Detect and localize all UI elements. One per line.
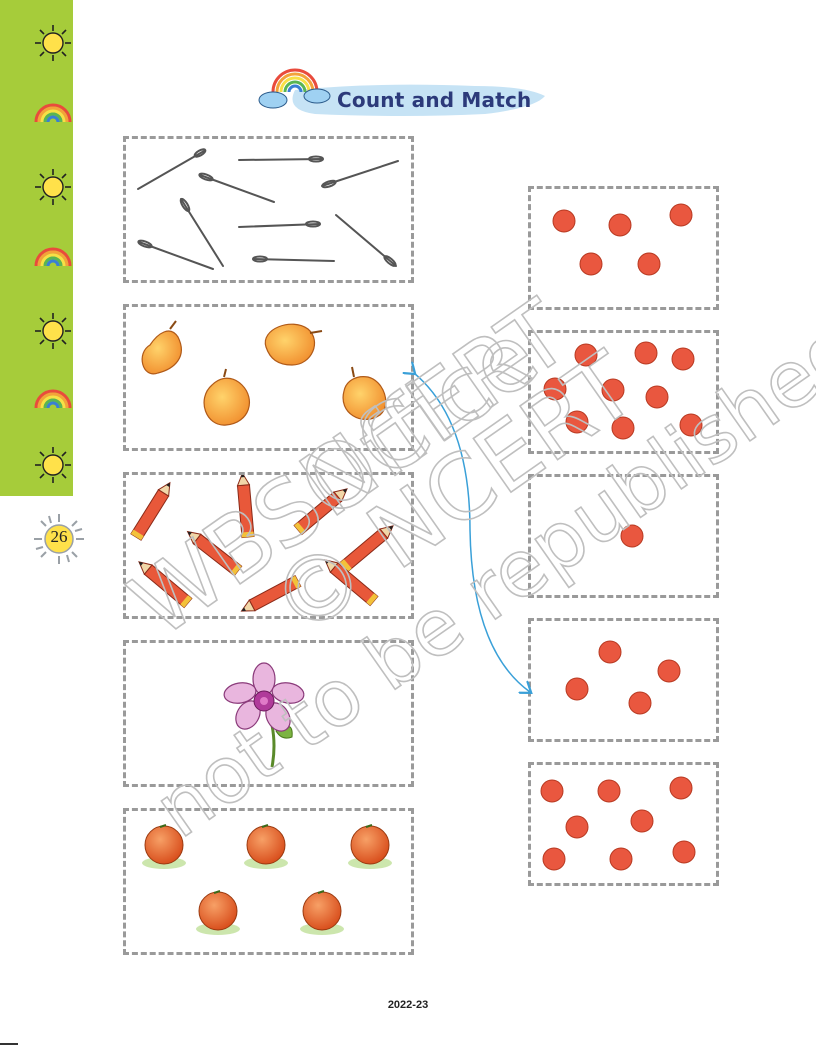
rainbow-icon: [34, 389, 72, 409]
needle-icon: [321, 160, 399, 189]
footer-year: 2022-23: [387, 999, 429, 1011]
page-number-badge: 26: [32, 512, 86, 566]
orange-icon: [300, 890, 344, 935]
page-number: 26: [50, 527, 68, 546]
red-dot: [598, 640, 622, 664]
rainbow-icon: [34, 247, 72, 267]
dots-box-9: [528, 330, 719, 454]
needles-box: [123, 136, 414, 283]
needle-icon: [252, 255, 335, 263]
pencil-icon: [339, 525, 394, 573]
pencil-icon: [240, 575, 302, 612]
red-dot: [542, 847, 566, 871]
red-dot: [540, 779, 564, 803]
sun-icon: [35, 169, 71, 205]
sun-icon: [35, 313, 71, 349]
pencil-icon: [293, 488, 348, 536]
title-banner-graphic: [258, 68, 545, 116]
mango-icon: [203, 368, 251, 426]
red-dot: [552, 209, 576, 233]
red-dot: [669, 203, 693, 227]
needle-icon: [335, 214, 397, 267]
mango-icon: [141, 320, 182, 375]
red-dot: [637, 252, 661, 276]
red-dot: [609, 847, 633, 871]
red-dot: [628, 691, 652, 715]
pencil-icon: [138, 561, 193, 609]
red-dot: [565, 815, 589, 839]
red-dot: [565, 410, 589, 434]
sun-badge-icon: [34, 514, 84, 564]
red-dot: [579, 252, 603, 276]
crop-mark-bottom: [0, 1043, 18, 1045]
orange-icon: [244, 824, 288, 869]
needle-icon: [137, 148, 207, 190]
red-dot: [671, 347, 695, 371]
red-dot: [672, 840, 696, 864]
side-strip: [0, 0, 73, 496]
flower-box: [123, 640, 414, 787]
oranges-box: [123, 808, 414, 955]
pencils-box: [123, 472, 414, 619]
rainbow-icon: [34, 103, 72, 123]
red-dot: [645, 385, 669, 409]
needle-icon: [137, 239, 214, 270]
pencil-icon: [236, 475, 255, 539]
red-dot: [620, 524, 644, 548]
orange-icon: [348, 824, 392, 869]
red-dot: [601, 378, 625, 402]
dots-box-8: [528, 762, 719, 886]
needle-icon: [179, 197, 224, 267]
needle-icon: [238, 220, 321, 228]
red-dot: [574, 343, 598, 367]
pencil-icon: [186, 530, 243, 577]
red-dot: [679, 413, 703, 437]
page-title: Count and Match: [337, 88, 532, 112]
red-dot: [597, 779, 621, 803]
mango-icon: [342, 366, 387, 420]
flower-icon: [223, 662, 305, 768]
red-dot: [669, 776, 693, 800]
dots-box-5: [528, 186, 719, 310]
red-dot: [565, 677, 589, 701]
orange-icon: [142, 824, 186, 869]
red-dot: [630, 809, 654, 833]
dots-box-4: [528, 618, 719, 742]
mango-icon: [264, 323, 323, 366]
sun-icon: [35, 447, 71, 483]
red-dot: [634, 341, 658, 365]
title-banner: Count and Match: [255, 62, 555, 124]
pencil-icon: [324, 559, 379, 607]
red-dot: [608, 213, 632, 237]
pencil-icon: [130, 481, 171, 541]
red-dot: [543, 377, 567, 401]
red-dot: [657, 659, 681, 683]
sun-icon: [35, 25, 71, 61]
needle-icon: [238, 155, 324, 163]
orange-icon: [196, 890, 240, 935]
needle-icon: [198, 172, 275, 203]
mangoes-box: [123, 304, 414, 451]
red-dot: [611, 416, 635, 440]
